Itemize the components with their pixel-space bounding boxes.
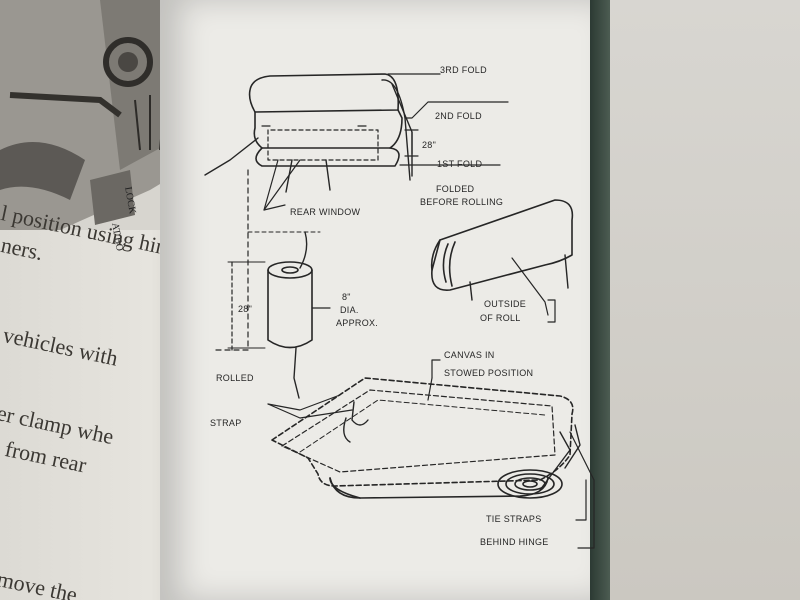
label-28-in-top: 28" xyxy=(422,140,436,150)
label-strap: STRAP xyxy=(210,418,242,428)
label-canvas-in: CANVAS IN xyxy=(444,350,495,360)
label-folded: FOLDED xyxy=(436,184,475,194)
label-2nd-fold: 2ND FOLD xyxy=(435,111,482,121)
label-3rd-fold: 3RD FOLD xyxy=(440,65,487,75)
label-dia: DIA. xyxy=(340,305,359,315)
label-stowed-position: STOWED POSITION xyxy=(444,368,533,378)
label-rear-window: REAR WINDOW xyxy=(290,207,360,217)
label-of-roll: OF ROLL xyxy=(480,313,521,323)
label-1st-fold: 1ST FOLD xyxy=(437,159,482,169)
folded-canvas-drawing xyxy=(204,73,413,193)
label-outside: OUTSIDE xyxy=(484,299,526,309)
book-cover-edge xyxy=(590,0,610,600)
stowed-canvas-drawing xyxy=(267,359,595,549)
label-28-in-left: 28" xyxy=(238,304,252,314)
label-behind-hinge: BEHIND HINGE xyxy=(480,537,549,547)
label-tie-straps: TIE STRAPS xyxy=(486,514,542,524)
fold-leader-lines xyxy=(387,73,509,166)
label-approx: APPROX. xyxy=(336,318,378,328)
background-surface xyxy=(610,0,800,600)
outside-of-roll-drawing xyxy=(430,199,574,323)
label-before-rolling: BEFORE ROLLING xyxy=(420,197,503,207)
rolled-canvas-drawing xyxy=(227,231,331,399)
label-rolled: ROLLED xyxy=(216,373,254,383)
label-8-in: 8" xyxy=(342,292,351,302)
